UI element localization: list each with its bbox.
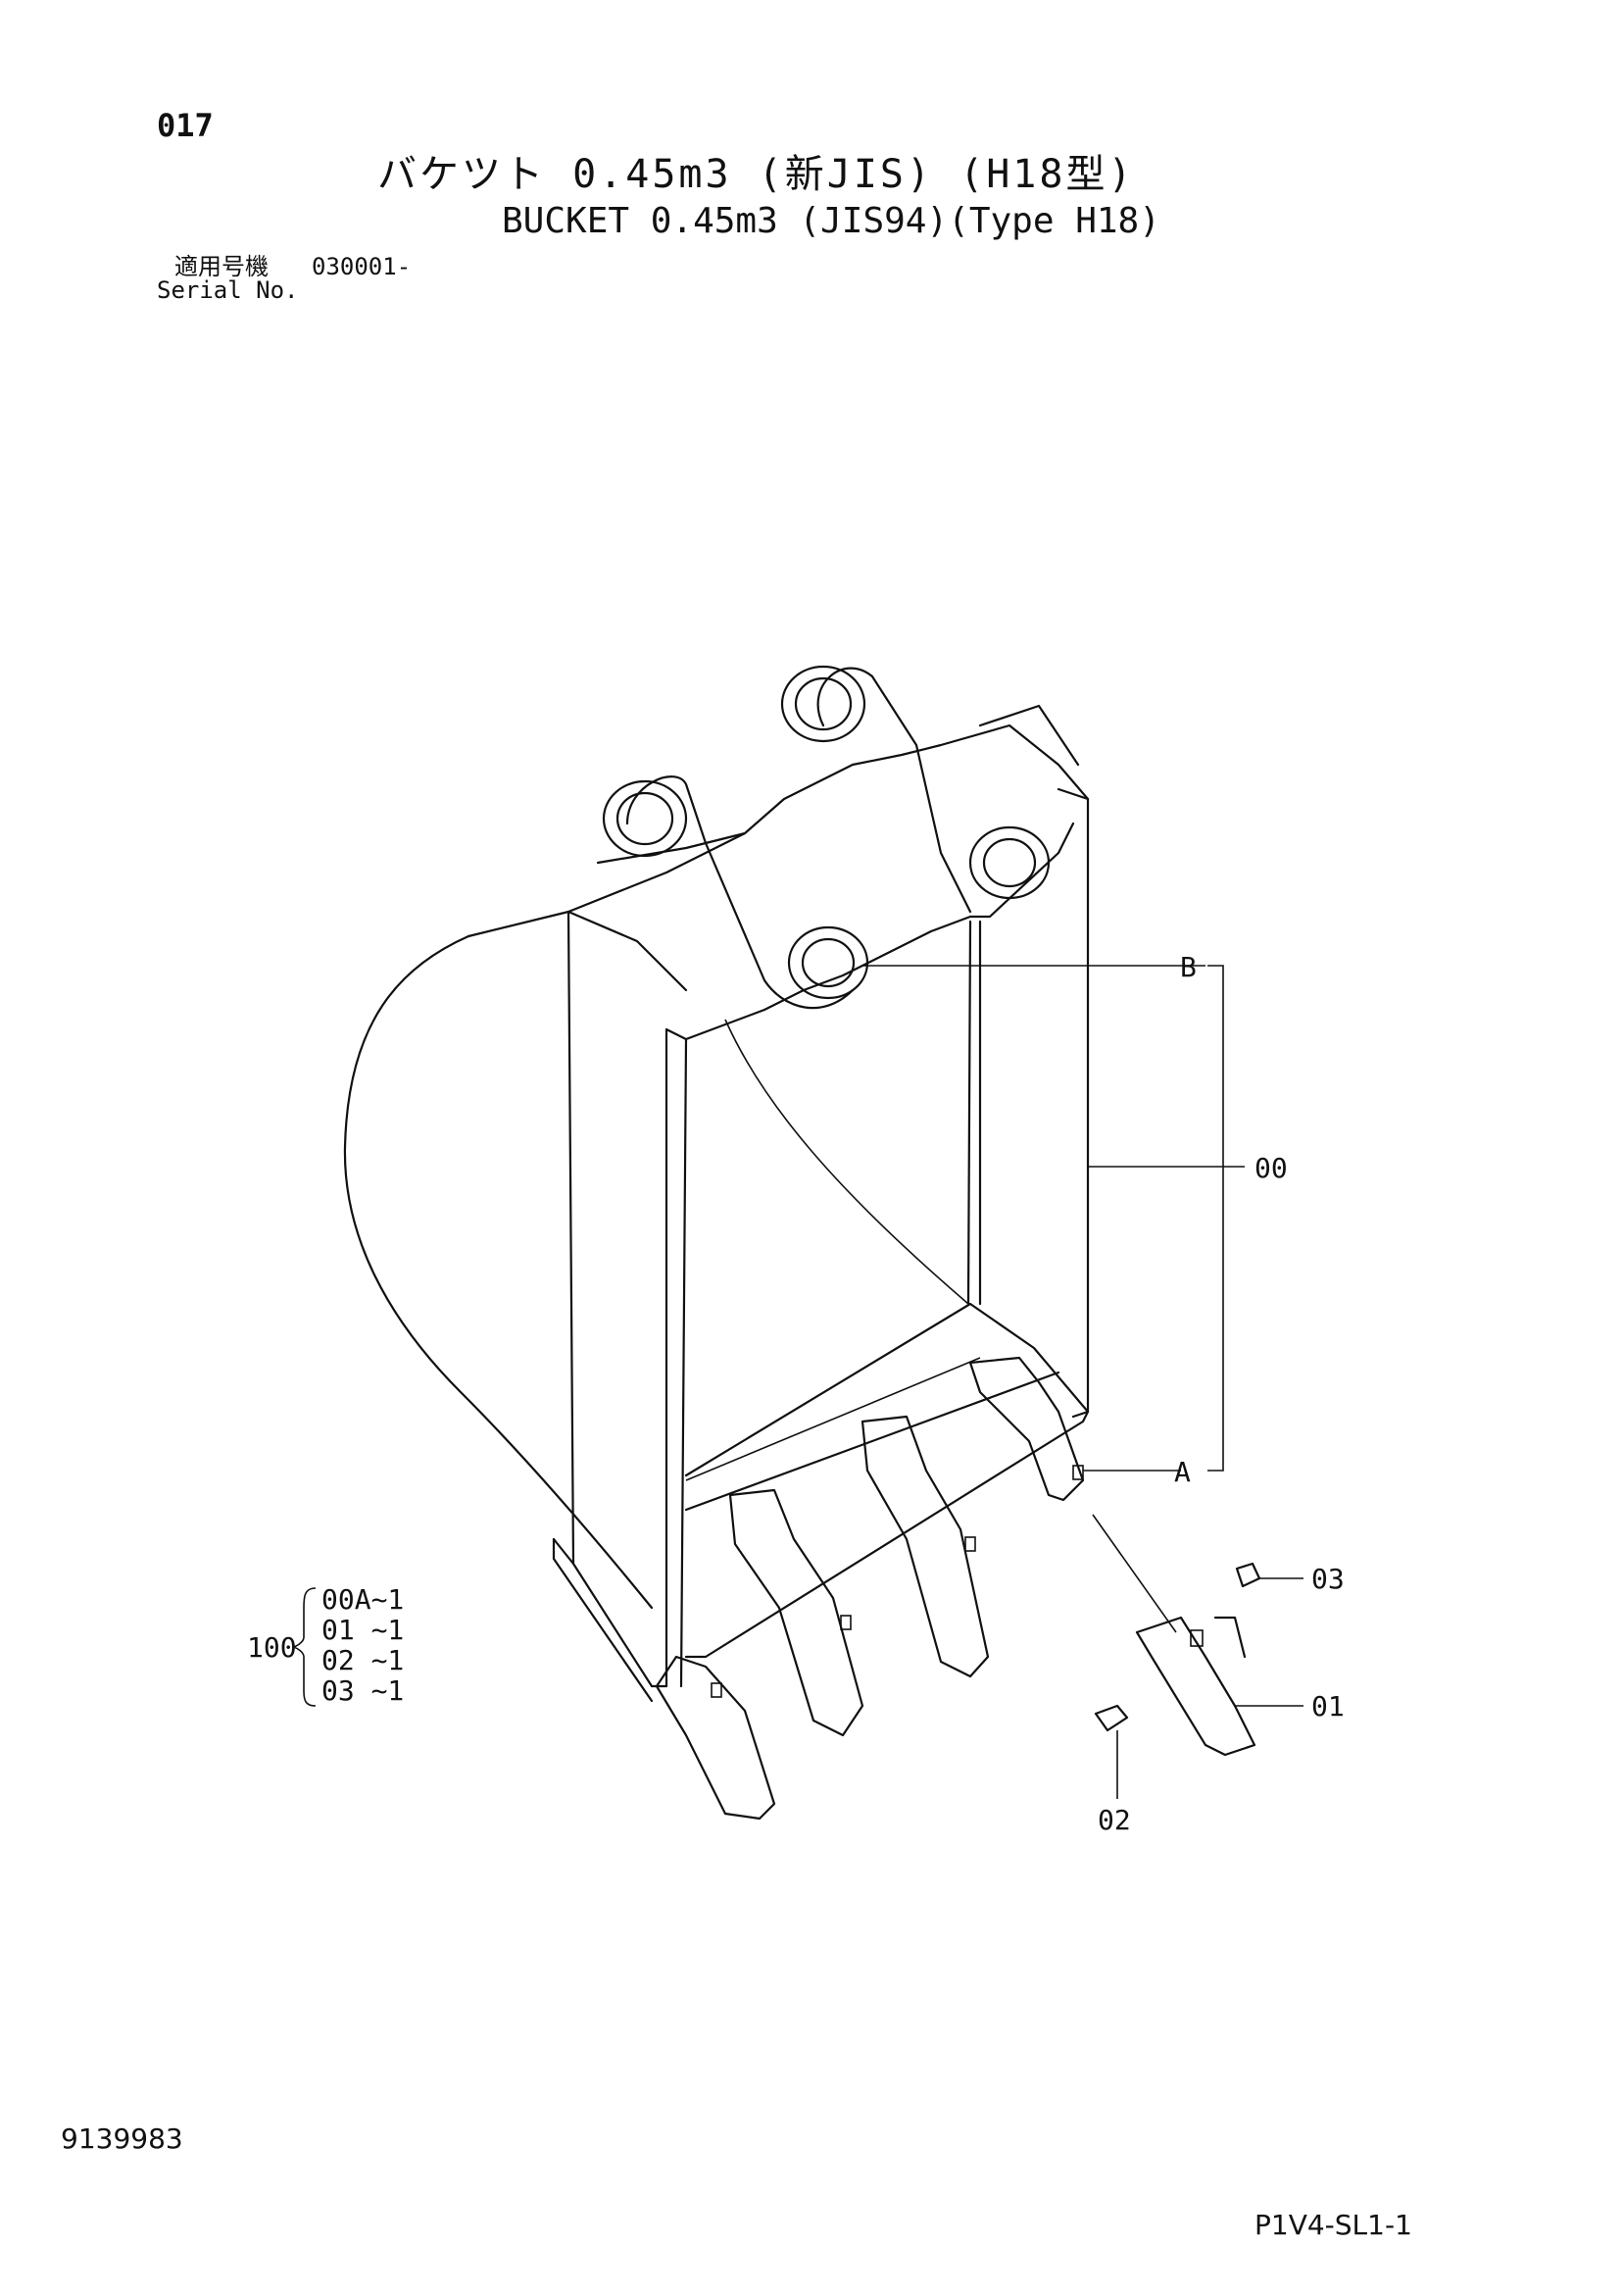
callout-b: B — [1180, 951, 1197, 983]
kit-line: 01 ~1 — [321, 1614, 404, 1646]
kit-line: 00A~1 — [321, 1583, 404, 1616]
right-side-plate — [966, 787, 1090, 1419]
serial-value: 030001- — [312, 253, 412, 280]
bucket-teeth — [655, 1356, 1085, 1821]
kit-line: 02 ~1 — [321, 1644, 404, 1676]
cutting-edge — [684, 1302, 1090, 1659]
callout-a: A — [1174, 1456, 1191, 1488]
bucket-shell — [343, 831, 969, 1610]
callout-01: 01 — [1311, 1690, 1345, 1722]
page-number: 017 — [157, 107, 214, 144]
document-number: 9139983 — [61, 2122, 183, 2155]
serial-label-english: Serial No. — [157, 276, 299, 304]
title-english: BUCKET 0.45m3 (JIS94)(Type H18) — [502, 201, 1160, 241]
title-japanese: バケツト 0.45m3 (新JIS) (H18型) — [377, 152, 1135, 197]
kit-number: 100 — [247, 1631, 297, 1664]
mounting-bracket — [596, 665, 1090, 1041]
left-side-plate — [552, 910, 688, 1703]
document-code: P1V4-SL1-1 — [1254, 2209, 1412, 2241]
leader-lines — [291, 965, 1303, 1799]
exploded-pin-02 — [1094, 1704, 1129, 1732]
exploded-lock-03 — [1235, 1562, 1261, 1588]
callout-00: 00 — [1254, 1152, 1288, 1184]
callout-02: 02 — [1098, 1804, 1131, 1836]
kit-line: 03 ~1 — [321, 1674, 404, 1707]
callout-03: 03 — [1311, 1563, 1345, 1595]
exploded-tooth-01 — [1135, 1616, 1256, 1757]
serial-label-japanese: 適用号機 — [174, 253, 269, 280]
